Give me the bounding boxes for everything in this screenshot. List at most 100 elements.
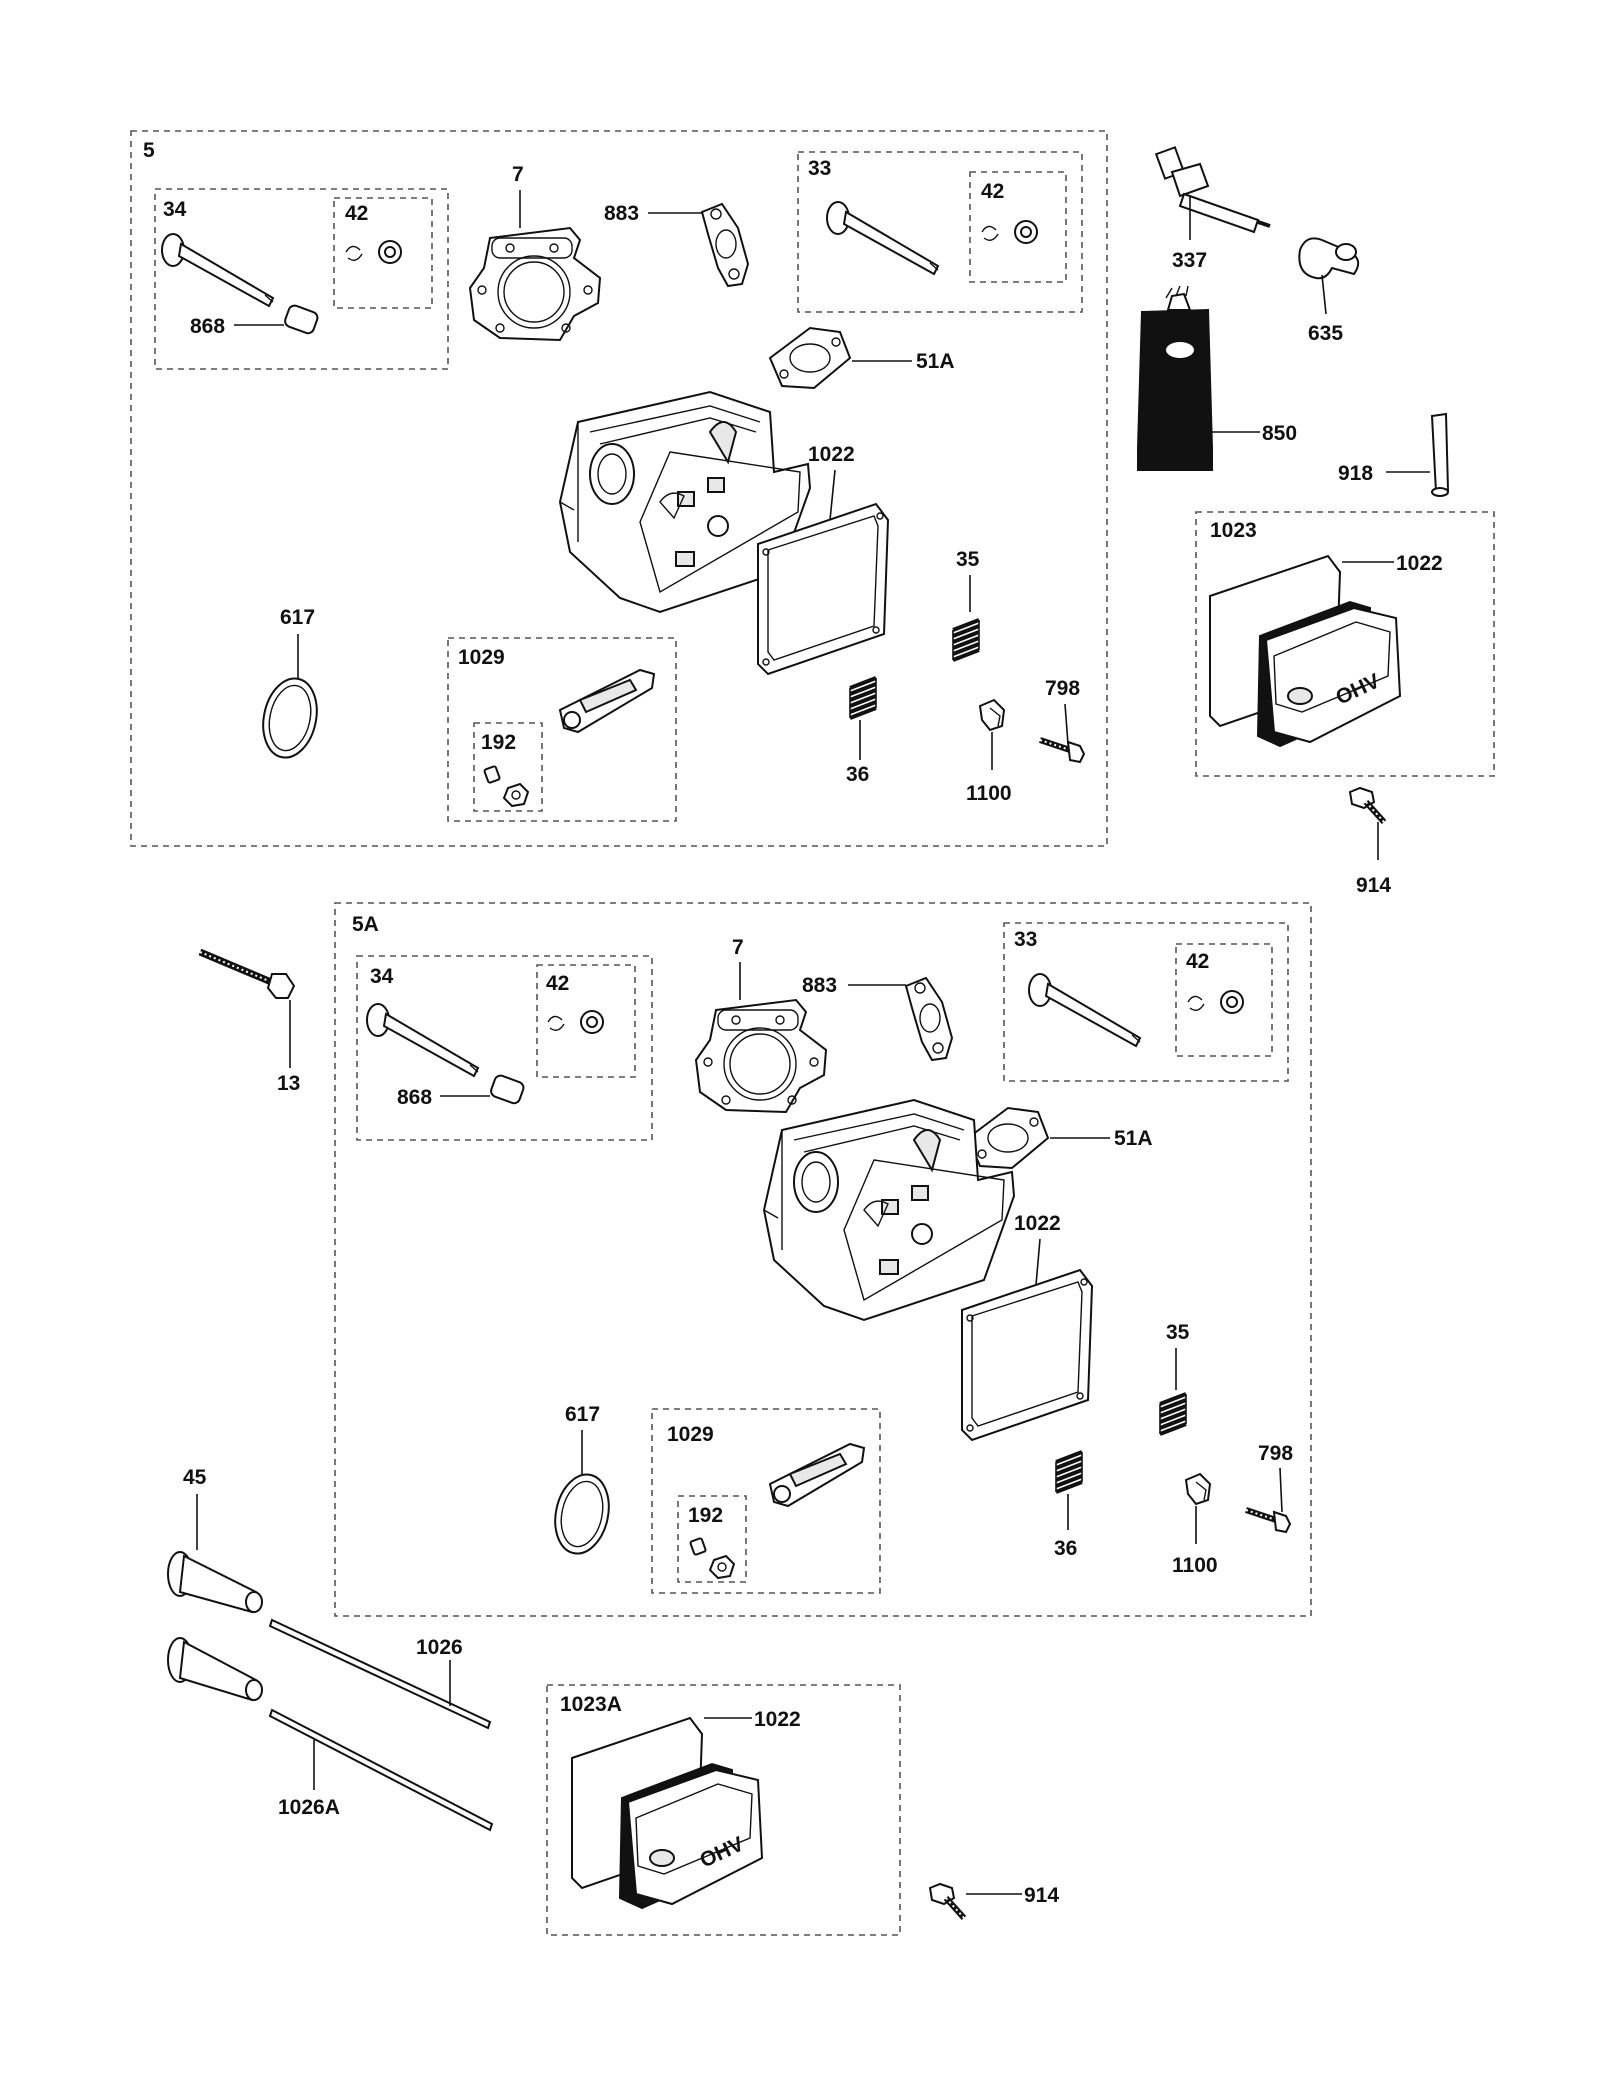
label-51a: 51A: [916, 350, 955, 373]
intake-valve-5a: [1028, 973, 1141, 1047]
pushrod-1026: [268, 1618, 492, 1730]
label-5a-1029: 1029: [667, 1423, 714, 1446]
subgroup-box-42: [333, 197, 433, 309]
label-914-top: 914: [1356, 874, 1391, 897]
label-617: 617: [280, 606, 315, 629]
valve-guide-1026a-head: [167, 1637, 263, 1702]
label-1100: 1100: [966, 782, 1012, 805]
label-5a-33: 33: [1014, 928, 1037, 951]
label-5: 5: [143, 139, 155, 162]
sealant-tube: [1136, 285, 1214, 471]
subgroup-box-33: [797, 151, 1083, 313]
subgroup-box-5a-42: [536, 964, 636, 1078]
label-1029: 1029: [458, 646, 505, 669]
rocker-arm: [559, 669, 655, 733]
valve-keepers: [345, 240, 402, 264]
label-5a: 5A: [352, 913, 379, 936]
dowel-pin: [1430, 412, 1450, 497]
valve-keepers-b: [981, 220, 1038, 244]
intake-gasket-883: [701, 203, 749, 287]
label-5a-35: 35: [1166, 1321, 1190, 1344]
label-1023a: 1023A: [560, 1693, 622, 1716]
rocker-cover-assembly: [1209, 555, 1401, 747]
group-box-1023a: [546, 1684, 901, 1936]
flange-bolt-914-top: [1350, 788, 1384, 822]
label-7: 7: [512, 163, 524, 186]
subgroup-box-34: [154, 188, 449, 370]
rocker-arm-5a: [769, 1443, 865, 1507]
label-5a-798: 798: [1258, 1442, 1293, 1465]
subgroup-box-5a-1029: [651, 1408, 881, 1594]
label-5a-42b: 42: [1186, 950, 1209, 973]
label-42b: 42: [981, 180, 1004, 203]
label-5a-192: 192: [688, 1504, 723, 1527]
valve-spring-36: [848, 676, 878, 720]
valve-keepers-5a: [547, 1010, 604, 1034]
label-5a-36: 36: [1054, 1537, 1077, 1560]
flange-bolt-914-bottom: [930, 1884, 964, 1918]
o-ring: [255, 672, 325, 764]
clip-1100: [979, 699, 1005, 731]
bolt-798: [1040, 740, 1084, 762]
subgroup-box-5a-192: [677, 1495, 747, 1583]
exhaust-gasket-51a-5a: [967, 1107, 1049, 1169]
label-1023a-1022: 1022: [754, 1708, 801, 1731]
label-850: 850: [1262, 422, 1297, 445]
label-45: 45: [183, 1466, 207, 1489]
label-5a-868: 868: [397, 1086, 432, 1109]
label-5a-42: 42: [546, 972, 569, 995]
cylinder-head-gasket-5a: [695, 999, 827, 1113]
label-1026: 1026: [416, 1636, 463, 1659]
subgroup-box-5a-34: [356, 955, 653, 1141]
label-34: 34: [163, 198, 187, 221]
label-1026a: 1026A: [278, 1796, 340, 1819]
group-box-5: [130, 130, 1108, 847]
cylinder-head-gasket: [469, 227, 601, 341]
label-635: 635: [1308, 322, 1343, 345]
valve-rotator-868: [284, 304, 319, 335]
exhaust-valve-5a: [366, 1003, 479, 1077]
valve-guide-45: [167, 1551, 263, 1614]
label-5a-7: 7: [732, 936, 744, 959]
label-5a-1100: 1100: [1172, 1554, 1218, 1577]
label-36: 36: [846, 763, 869, 786]
valve-spring-35: [951, 618, 981, 662]
label-5a-1022: 1022: [1014, 1212, 1061, 1235]
label-883: 883: [604, 202, 639, 225]
label-337: 337: [1172, 249, 1207, 272]
valve-keepers-5a-b: [1187, 990, 1244, 1014]
rocker-cover-gasket-5a: [961, 1269, 1093, 1441]
label-5a-34: 34: [370, 965, 394, 988]
exhaust-gasket-51a: [769, 327, 851, 389]
subgroup-box-42b: [969, 171, 1067, 283]
label-1023: 1023: [1210, 519, 1257, 542]
label-868: 868: [190, 315, 225, 338]
subgroup-box-5a-42b: [1175, 943, 1273, 1057]
o-ring-5a: [547, 1468, 617, 1560]
subgroup-box-192: [473, 722, 543, 812]
intake-gasket-883-5a: [905, 977, 953, 1061]
spark-plug: [1154, 146, 1271, 234]
valve-spring-35-5a: [1158, 1392, 1188, 1436]
group-box-5a: [334, 902, 1312, 1617]
rocker-pivot: [483, 764, 529, 807]
label-5a-617: 617: [565, 1403, 600, 1426]
subgroup-box-5a-33: [1003, 922, 1289, 1082]
intake-valve: [826, 201, 939, 275]
label-918: 918: [1338, 462, 1373, 485]
group-box-1023: [1195, 511, 1495, 777]
label-1022: 1022: [808, 443, 855, 466]
pushrod-1026a: [268, 1708, 494, 1832]
label-33: 33: [808, 157, 831, 180]
label-1023-1022: 1022: [1396, 552, 1443, 575]
valve-spring-36-5a: [1054, 1450, 1084, 1494]
rocker-pivot-5a: [689, 1536, 735, 1579]
exhaust-valve: [161, 233, 274, 307]
valve-rotator-868-5a: [490, 1074, 525, 1105]
label-35: 35: [956, 548, 980, 571]
label-42: 42: [345, 202, 368, 225]
clip-1100-5a: [1185, 1473, 1211, 1505]
rocker-cover-assembly-a: [571, 1717, 763, 1909]
label-5a-883: 883: [802, 974, 837, 997]
